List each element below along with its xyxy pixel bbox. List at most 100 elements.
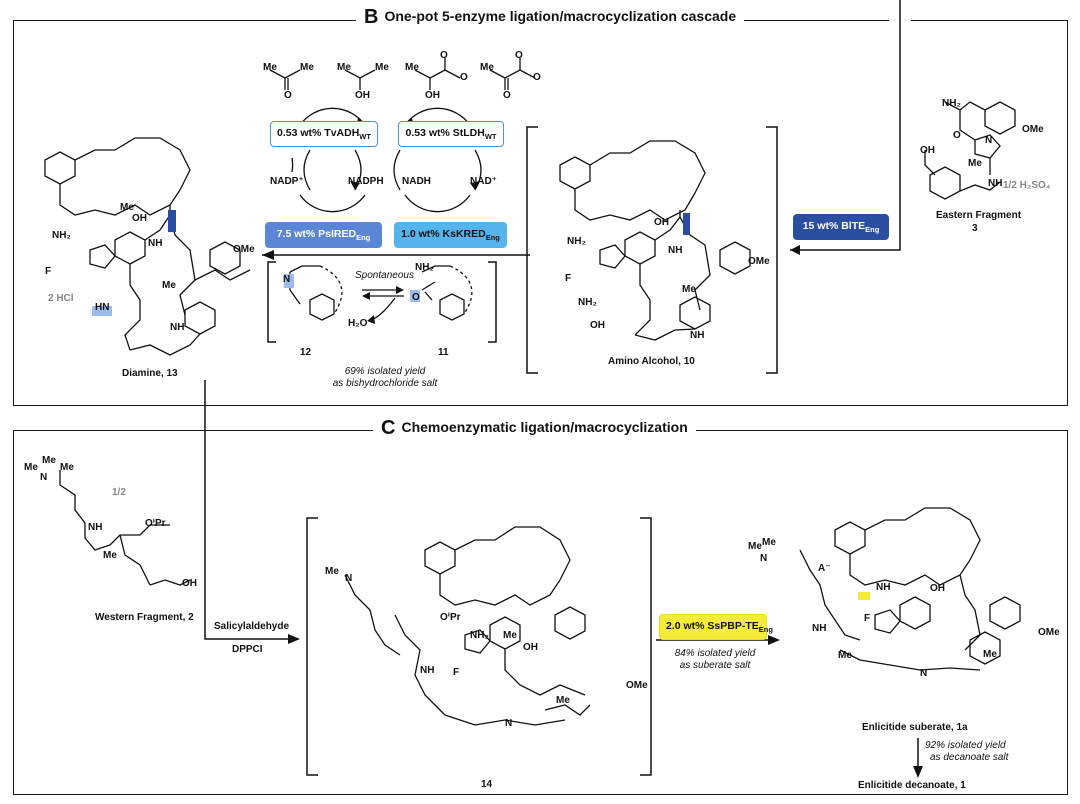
p1a-me-3: Me xyxy=(983,649,997,660)
atom-o-3: O xyxy=(460,72,468,83)
tvadh-box: 0.53 wt% TvADHWT xyxy=(270,121,378,148)
final-product-label: Enlicitide decanoate, 1 xyxy=(858,780,966,791)
reagent-2: DPPCI xyxy=(232,644,263,655)
wf-sulfonate-frac: 1/2 xyxy=(112,487,126,498)
ef-o: O xyxy=(953,130,961,141)
aa-oh: OH xyxy=(654,217,669,228)
i14-n-2: N xyxy=(505,718,513,729)
aldehyde-o: O xyxy=(412,292,420,303)
ef-nh2: NH₂ xyxy=(942,98,961,109)
wf-me-4: Me xyxy=(103,550,117,561)
i14-n: N xyxy=(345,573,353,584)
p1a-n-2: N xyxy=(920,668,928,679)
yield-b-line2: as bishydrochloride salt xyxy=(332,378,438,389)
wf-me-2: Me xyxy=(60,462,74,473)
nad-plus: NAD⁺ xyxy=(470,176,497,187)
ef-nh: NH xyxy=(988,178,1003,189)
i14-me-1: Me xyxy=(325,566,339,577)
i14-f: F xyxy=(453,667,460,678)
ef-h2so4: 1/2 H₂SO₄ xyxy=(1003,180,1051,191)
spontaneous-label: Spontaneous xyxy=(355,270,414,281)
product-1a-structure xyxy=(799,507,1021,671)
diamine-nh-2: NH xyxy=(170,322,185,333)
yield-c1-line2: as suberate salt xyxy=(679,660,751,671)
i14-ome: OMe xyxy=(626,680,648,691)
imine-number: 12 xyxy=(300,347,312,358)
wf-me-1: Me xyxy=(42,455,56,466)
atom-me-4: Me xyxy=(375,62,389,73)
section-c-letter: C xyxy=(381,417,396,439)
atom-o-2: O xyxy=(440,50,448,61)
blte-box: 15 wt% BlTEEng xyxy=(793,214,889,241)
imine-aldehyde-structures xyxy=(284,265,473,321)
stldh-box: 0.53 wt% StLDHWT xyxy=(398,121,504,148)
western-label: Western Fragment, 2 xyxy=(95,612,194,623)
wf-oipr: OⁱPr xyxy=(145,518,166,529)
aa-nh2-2: NH₂ xyxy=(578,297,597,308)
aa-nh-2: NH xyxy=(690,330,705,341)
ef-me: Me xyxy=(968,158,982,169)
p1a-nh: NH xyxy=(876,582,891,593)
psired-box: 7.5 wt% PsIREDEng xyxy=(265,222,382,249)
diamine-me: Me xyxy=(120,202,134,213)
atom-o-5: O xyxy=(515,50,523,61)
diamine-hn: HN xyxy=(95,302,110,313)
eastern-number: 3 xyxy=(972,223,978,234)
atom-o-1: O xyxy=(284,90,292,101)
diamine-label: Diamine, 13 xyxy=(122,368,178,379)
yield-c2-line2: as decanoate salt xyxy=(930,752,1009,763)
aa-nh: NH xyxy=(668,245,683,256)
aa-me: Me xyxy=(682,284,696,295)
p1a-counterion: A⁻ xyxy=(818,563,831,574)
section-b-letter: B xyxy=(364,6,379,28)
diamine-nh2: NH₂ xyxy=(52,230,71,241)
diamine-nh-1: NH xyxy=(148,238,163,249)
aldehyde-nh2: NH₂ xyxy=(415,262,434,273)
atom-me-3: Me xyxy=(337,62,351,73)
imine-n: N xyxy=(283,274,291,285)
p1a-me-2: Me xyxy=(762,537,776,548)
amino-alcohol-structure xyxy=(559,140,751,341)
ef-n: N xyxy=(985,135,993,146)
ef-oh: OH xyxy=(920,145,935,156)
diamine-ome: OMe xyxy=(233,244,255,255)
sspbp-box: 2.0 wt% SsPBP-TEEng xyxy=(659,614,773,641)
aa-ome: OMe xyxy=(748,256,770,267)
p1a-ome: OMe xyxy=(1038,627,1060,638)
i14-nh: NH xyxy=(420,665,435,676)
p1a-me-1: Me xyxy=(748,541,762,552)
atom-me-5: Me xyxy=(405,62,419,73)
atom-o-6: O xyxy=(533,72,541,83)
atom-o-4: O xyxy=(503,90,511,101)
reagent-1: Salicylaldehyde xyxy=(214,621,290,632)
kskred-box: 1.0 wt% KsKREDEng xyxy=(394,222,507,249)
western-fragment-structure xyxy=(59,470,191,586)
diamine-me-2: Me xyxy=(162,280,176,291)
intermediate-number: 14 xyxy=(481,779,493,790)
eastern-label: Eastern Fragment xyxy=(936,210,1022,221)
p1a-n: N xyxy=(760,553,768,564)
water-label: H₂O xyxy=(348,318,368,329)
wf-n: N xyxy=(40,472,48,483)
yield-b-line1: 69% isolated yield xyxy=(344,366,426,377)
p1a-me-4: Me xyxy=(838,650,852,661)
atom-oh-2: OH xyxy=(425,90,440,101)
diamine-hcl: 2 HCl xyxy=(48,293,74,304)
diamine-f: F xyxy=(45,266,52,277)
aa-nh2: NH₂ xyxy=(567,236,586,247)
yield-c1-line1: 84% isolated yield xyxy=(674,648,756,659)
aldehyde-number: 11 xyxy=(438,347,449,358)
atom-me-1: Me xyxy=(263,62,277,73)
eastern-fragment-structure xyxy=(924,101,1016,200)
p1a-nh-2: NH xyxy=(812,623,827,634)
product-1a-label: Enlicitide suberate, 1a xyxy=(862,722,968,733)
wf-nh: NH xyxy=(88,522,103,533)
p1a-oh: OH xyxy=(930,583,945,594)
aa-f: F xyxy=(565,273,572,284)
nadph: NADPH xyxy=(348,176,384,187)
nadp-plus: NADP⁺ xyxy=(270,176,304,187)
wf-oh: OH xyxy=(182,578,197,589)
p1a-f: F xyxy=(864,613,871,624)
